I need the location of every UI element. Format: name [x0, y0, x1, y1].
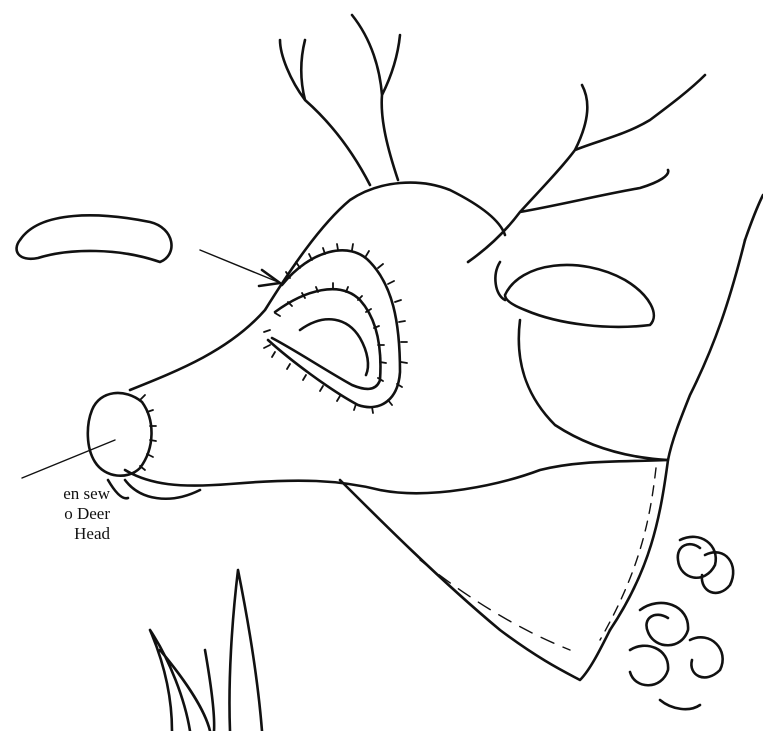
muzzle-stripe-inner [300, 319, 368, 375]
nose-stitches [140, 395, 156, 470]
back-antler [280, 15, 400, 185]
annotation-line-3: Head [0, 524, 110, 544]
curved-felt-piece [17, 215, 172, 262]
annotation-text: en sew o Deer Head [0, 484, 110, 544]
face-lower-edge [125, 460, 668, 493]
deer-head-outline [130, 183, 505, 390]
nostril [108, 480, 128, 498]
grass-blades [150, 570, 262, 731]
neck-back [745, 195, 763, 240]
pointer-arrow [200, 250, 278, 282]
ear-base [495, 262, 505, 300]
muzzle-stripe-middle [272, 289, 380, 389]
nose [88, 393, 152, 476]
dashed-seam-lower [420, 560, 570, 650]
annotation-line-1: en sew [0, 484, 110, 504]
annotation-leader-line [22, 440, 115, 478]
muzzle-stitches [264, 244, 407, 413]
annotation-line-2: o Deer [0, 504, 110, 524]
ear [505, 265, 654, 327]
